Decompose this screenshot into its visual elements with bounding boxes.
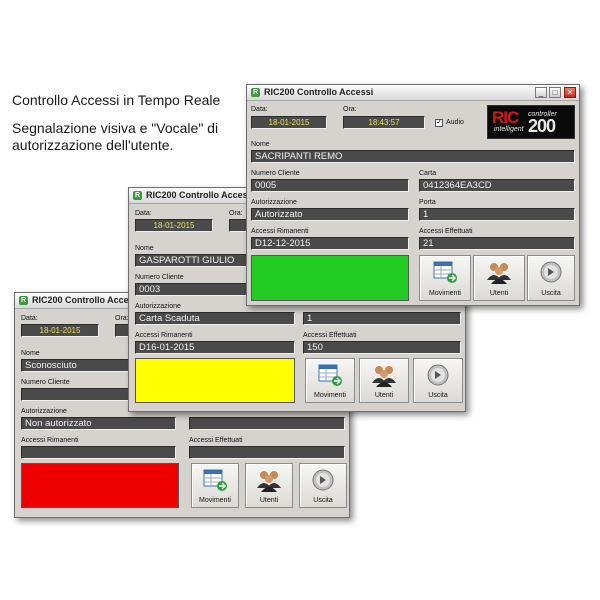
exit-icon (539, 260, 563, 289)
authorization-label: Autorizzazione (135, 303, 181, 310)
logo-ric-text: RIC (492, 108, 519, 127)
logo-intelligent-text: intelligent (494, 126, 524, 133)
time-label: Ora: (343, 106, 357, 113)
movements-icon (432, 260, 458, 289)
users-icon (370, 363, 398, 392)
logo-number-text: 200 (528, 116, 556, 136)
movements-icon (317, 363, 343, 392)
audio-label: Audio (446, 119, 464, 126)
exit-button-label: Uscita (428, 392, 448, 399)
close-button[interactable]: ✕ (564, 87, 576, 98)
app-icon: R (19, 296, 28, 305)
time-field (229, 219, 247, 232)
door-field: 1 (303, 312, 461, 325)
status-indicator-green (251, 255, 409, 301)
users-button-label: Utenti (374, 392, 394, 399)
done-field (189, 446, 345, 459)
audio-checkbox[interactable]: ✓ (435, 119, 443, 127)
authorization-field: Non autorizzato (21, 417, 176, 430)
users-icon (255, 468, 283, 497)
front-window-titlebar[interactable]: R RIC200 Controllo Accessi _ □ ✕ (247, 85, 579, 101)
remaining-field: D12-12-2015 (251, 237, 409, 250)
client-number-field: 0003 (135, 283, 247, 296)
done-field: 150 (303, 341, 461, 354)
users-button[interactable]: Utenti (245, 463, 293, 508)
client-number-label: Numero Cliente (135, 274, 184, 281)
done-field: 21 (419, 237, 575, 250)
status-indicator-yellow (135, 358, 295, 403)
authorization-label: Autorizzazione (21, 408, 67, 415)
movements-button-label: Movimenti (199, 497, 231, 504)
done-label: Accessi Effettuati (189, 437, 243, 444)
front-window-title: RIC200 Controllo Accessi (264, 87, 374, 97)
door-label: Porta (419, 199, 436, 206)
door-field (189, 417, 345, 430)
name-field: Sconosciuto (21, 359, 145, 372)
users-button-label: Utenti (259, 497, 279, 504)
exit-button-label: Uscita (541, 290, 561, 297)
date-field: 18-01-2015 (21, 324, 99, 337)
door-field: 1 (419, 208, 575, 221)
client-number-field (21, 388, 145, 401)
caption-heading: Controllo Accessi in Tempo Reale (12, 92, 221, 108)
client-number-field: 0005 (251, 179, 409, 192)
exit-icon (311, 468, 335, 497)
movements-button[interactable]: Movimenti (191, 463, 239, 508)
time-field: 18:43:57 (343, 116, 425, 129)
users-button[interactable]: Utenti (359, 358, 409, 403)
client-number-label: Numero Cliente (21, 379, 70, 386)
client-number-label: Numero Cliente (251, 170, 300, 177)
card-field: 0412364EA3CD (419, 179, 575, 192)
name-field: GASPAROTTI GIULIO (135, 254, 247, 267)
users-button[interactable]: Utenti (473, 255, 525, 301)
remaining-label: Accessi Rimanenti (135, 332, 193, 339)
exit-button[interactable]: Uscita (299, 463, 347, 508)
exit-button[interactable]: Uscita (413, 358, 463, 403)
middle-window-title: RIC200 Controllo Accessi (146, 190, 256, 200)
time-label: Ora: (115, 315, 129, 322)
exit-button[interactable]: Uscita (527, 255, 575, 301)
authorization-field: Autorizzato (251, 208, 409, 221)
name-label: Nome (135, 245, 154, 252)
remaining-label: Accessi Rimanenti (251, 228, 309, 235)
front-window: R RIC200 Controllo Accessi _ □ ✕ Data: 1… (246, 84, 580, 306)
name-field: SACRIPANTI REMO (251, 150, 575, 163)
status-indicator-red (21, 463, 179, 508)
done-label: Accessi Effettuati (303, 332, 357, 339)
movements-button-label: Movimenti (429, 290, 461, 297)
date-field: 18-01-2015 (135, 219, 213, 232)
date-label: Data: (135, 210, 152, 217)
authorization-label: Autorizzazione (251, 199, 297, 206)
maximize-button[interactable]: □ (549, 87, 561, 98)
time-label: Ora: (229, 210, 243, 217)
remaining-label: Accessi Rimanenti (21, 437, 79, 444)
name-label: Nome (251, 141, 270, 148)
back-window-title: RIC200 Controllo Accessi (32, 295, 142, 305)
movements-button-label: Movimenti (314, 392, 346, 399)
date-field: 18-01-2015 (251, 116, 327, 129)
name-label: Nome (21, 350, 40, 357)
done-label: Accessi Effettuati (419, 228, 473, 235)
caption-description: Segnalazione visiva e "Vocale" di autori… (12, 120, 219, 153)
exit-icon (426, 363, 450, 392)
movements-icon (202, 468, 228, 497)
card-label: Carta (419, 170, 437, 177)
remaining-field: D16-01-2015 (135, 341, 295, 354)
logo-controller-text: controller (528, 111, 557, 118)
movements-button[interactable]: Movimenti (419, 255, 471, 301)
users-icon (485, 260, 513, 289)
users-button-label: Utenti (489, 290, 509, 297)
date-label: Data: (251, 106, 268, 113)
remaining-field (21, 446, 176, 459)
minimize-button[interactable]: _ (535, 87, 547, 98)
movements-button[interactable]: Movimenti (305, 358, 355, 403)
app-icon: R (251, 88, 260, 97)
authorization-field: Carta Scaduta (135, 312, 295, 325)
app-icon: R (133, 191, 142, 200)
ric200-logo: RIC controller intelligent 200 (487, 105, 575, 139)
exit-button-label: Uscita (313, 497, 333, 504)
date-label: Data: (21, 315, 38, 322)
